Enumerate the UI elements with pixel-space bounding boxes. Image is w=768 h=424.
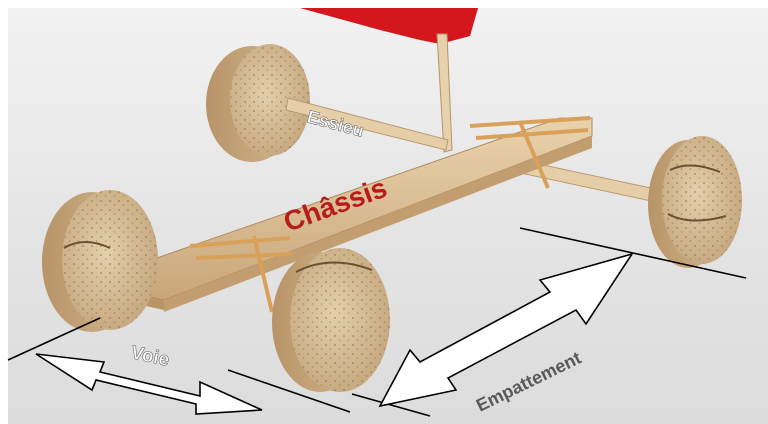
rear-right-wheel — [272, 248, 390, 392]
back-left-wheel — [206, 44, 310, 162]
wheelbase-arrow — [378, 252, 634, 408]
front-right-wheel — [648, 136, 742, 268]
track-arrow — [35, 353, 263, 415]
front-left-wheel — [42, 190, 158, 332]
rear-axle — [285, 97, 449, 151]
sail — [300, 8, 478, 44]
mast — [436, 33, 453, 153]
rubber-bands — [189, 116, 591, 313]
